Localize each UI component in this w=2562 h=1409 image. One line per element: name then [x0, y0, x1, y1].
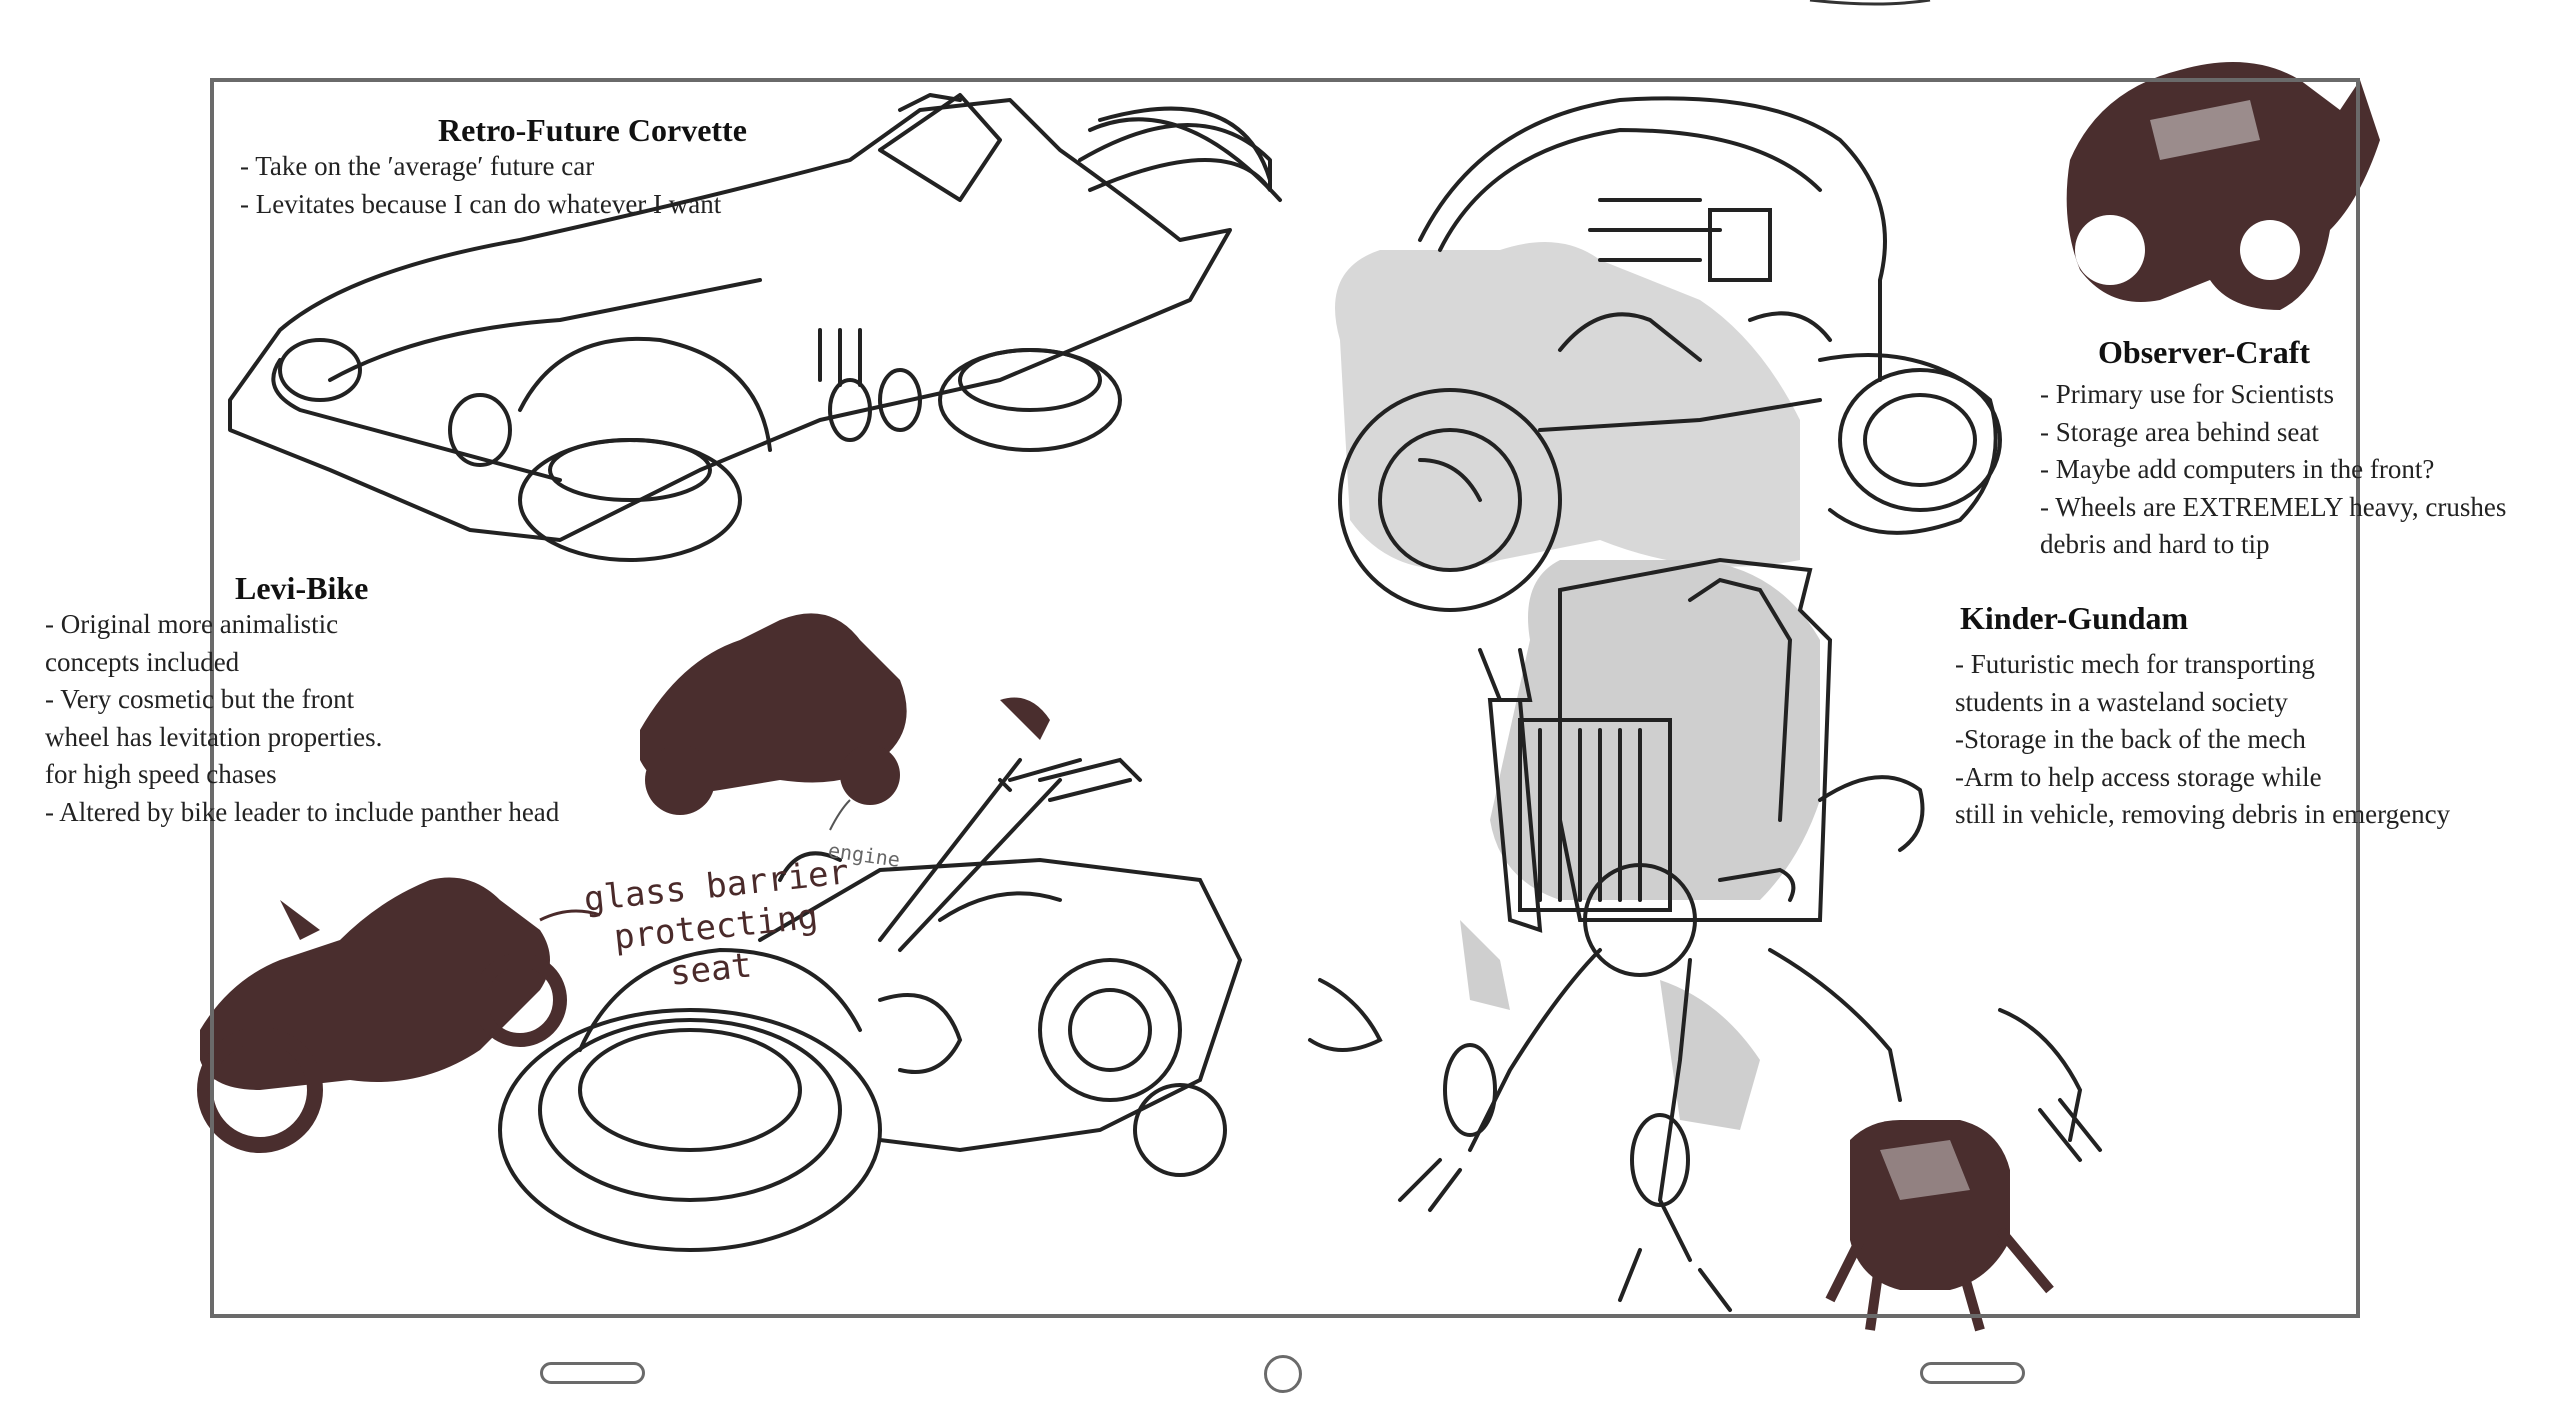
observer-craft-sketch — [1335, 96, 2002, 612]
levi-bike-silhouettes — [197, 613, 1050, 1153]
note-line: - Maybe add computers in the front? — [2040, 454, 2435, 484]
note-line: - Storage area behind seat — [2040, 416, 2319, 447]
note-line: -Arm to help access storage while — [1955, 761, 2322, 792]
note-line: - Primary use for Scientists — [2040, 379, 2334, 409]
handwritten-note-line: seat — [668, 945, 754, 994]
note-line: debris and hard to tip — [2040, 529, 2270, 559]
kinder-notes: - Futuristic mech for transporting stude… — [1955, 646, 2450, 834]
left-pill-button[interactable] — [540, 1362, 645, 1384]
levibike-notes: - Original more animalistic concepts inc… — [45, 606, 559, 831]
observer-title: Observer-Craft — [2098, 334, 2311, 370]
corvette-notes: - Take on the ′average′ future car - Lev… — [240, 148, 721, 223]
right-pill-button[interactable] — [1920, 1362, 2025, 1384]
note-line: - Altered by bike leader to include pant… — [45, 796, 560, 827]
page-frame — [210, 78, 2360, 1318]
note-line: students in a wasteland society — [1955, 686, 2288, 717]
kinder-silhouette — [1825, 1120, 2054, 1332]
note-line: for high speed chases — [45, 759, 277, 789]
annotation-arrow — [539, 909, 601, 922]
levi-bike-sketch — [498, 757, 1383, 1252]
note-line: - Take on the ′average′ future car — [240, 151, 595, 181]
kinder-title: Kinder-Gundam — [1960, 600, 2189, 636]
corvette-sketch — [228, 93, 1282, 562]
kinder-gundam-sketch — [1398, 557, 2102, 1312]
note-line: - Levitates because I can do whatever I … — [240, 188, 722, 219]
observer-notes: - Primary use for Scientists - Storage a… — [2040, 376, 2506, 564]
note-line: - Original more animalistic — [45, 609, 339, 639]
observer-silhouette — [2066, 62, 2380, 310]
center-circle-button[interactable] — [1264, 1355, 1302, 1393]
note-line: wheel has levitation properties. — [45, 721, 383, 752]
note-line: still in vehicle, removing debris in eme… — [1955, 799, 2451, 829]
note-line: - Very cosmetic but the front — [45, 684, 355, 714]
note-line: concepts included — [45, 646, 240, 677]
corvette-title: Retro-Future Corvette — [438, 112, 747, 148]
levibike-title: Levi-Bike — [235, 570, 369, 606]
note-line: - Futuristic mech for transporting — [1955, 649, 2315, 679]
note-line: - Wheels are EXTREMELY heavy, crushes — [2040, 491, 2507, 522]
note-line: -Storage in the back of the mech — [1955, 724, 2306, 754]
